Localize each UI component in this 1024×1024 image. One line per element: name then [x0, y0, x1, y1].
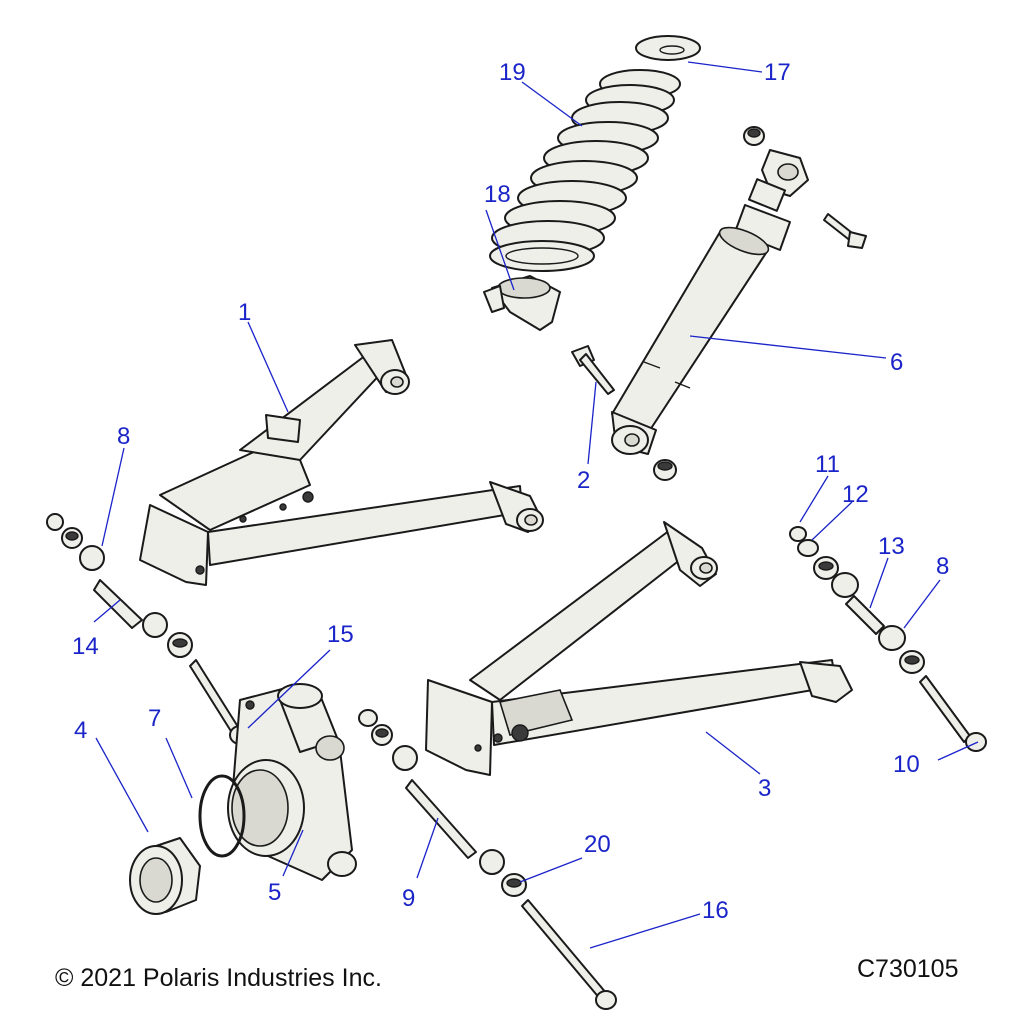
part-bearing-carrier	[227, 683, 357, 881]
callout-8-left: 8	[117, 423, 130, 450]
callout-5: 5	[268, 879, 281, 906]
callout-14: 14	[72, 633, 99, 660]
part-snap-ring	[198, 774, 246, 858]
callout-15: 15	[327, 621, 354, 648]
part-spring-seat	[483, 275, 561, 331]
callout-19: 19	[499, 59, 526, 86]
copyright-notice: © 2021 Polaris Industries Inc.	[55, 964, 382, 992]
part-right-bushing-stack	[789, 526, 987, 752]
part-spring-retainer	[635, 35, 701, 61]
callout-1: 1	[238, 299, 251, 326]
part-shock-upper-bolt	[823, 213, 867, 249]
part-wheel-bearing	[129, 837, 201, 915]
callout-11: 11	[815, 451, 840, 478]
callout-12: 12	[842, 481, 869, 508]
callout-2: 2	[577, 467, 590, 494]
part-shock-top-bushing	[743, 126, 765, 146]
callout-9: 9	[402, 885, 415, 912]
callout-18: 18	[484, 181, 511, 208]
part-center-bushing-stack	[358, 709, 617, 1010]
callout-8-right: 8	[936, 553, 949, 580]
part-shock-lower-bushing	[653, 459, 677, 481]
callout-17: 17	[764, 59, 791, 86]
callout-10: 10	[893, 751, 920, 778]
part-lower-a-arm	[425, 521, 853, 776]
part-shock-absorber	[611, 149, 809, 455]
figure-code: C730105	[857, 955, 959, 983]
part-coil-spring	[489, 69, 681, 272]
callout-labels: 1 2 3 4 5 6 7 8 8 9 10 11 12 13 14 15 16…	[72, 59, 949, 924]
callout-7: 7	[148, 705, 161, 732]
part-upper-a-arm	[139, 339, 544, 586]
callout-13: 13	[878, 533, 905, 560]
callout-16: 16	[702, 897, 729, 924]
callout-4: 4	[74, 717, 87, 744]
leader-lines	[93, 61, 979, 949]
callout-20: 20	[584, 831, 611, 858]
part-shock-lower-bolt	[571, 345, 615, 395]
callout-3: 3	[758, 775, 771, 802]
callout-6: 6	[890, 349, 903, 376]
